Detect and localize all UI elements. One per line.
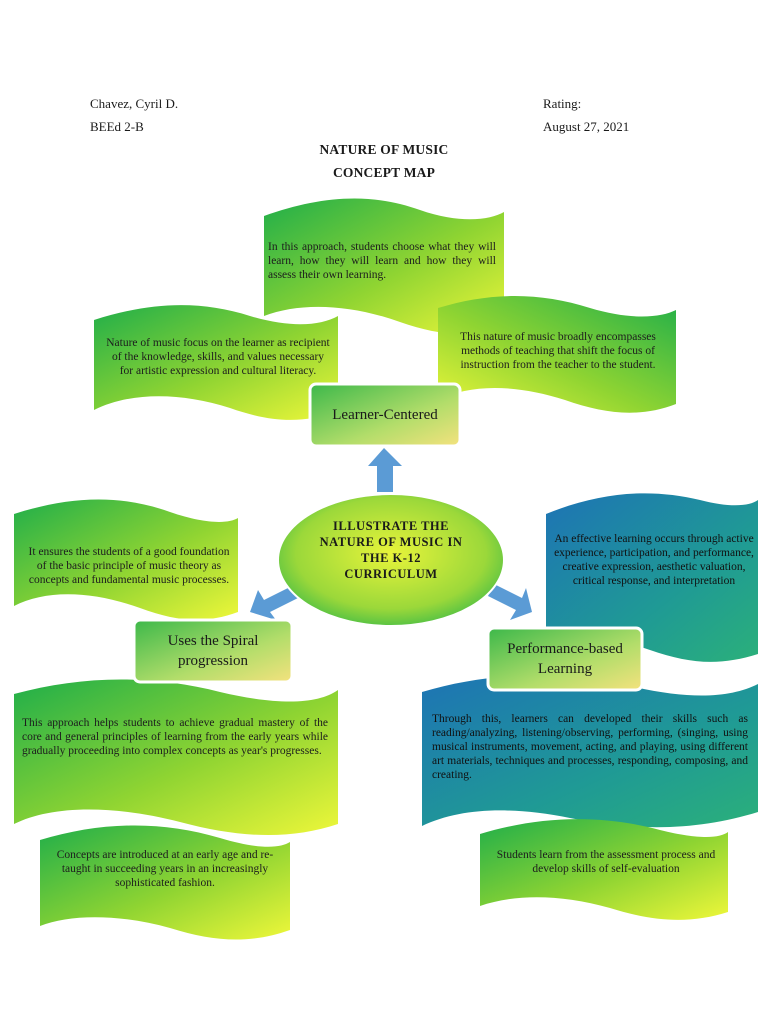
date-text: August 27, 2021 [543,119,630,134]
performance-bottom-wave [480,819,728,920]
learner-right-wave [438,296,676,413]
performance-top-wave [546,493,758,662]
learner-top-wave [264,198,504,334]
spiral-label-box [132,618,294,684]
center-oval [277,493,505,627]
performance-label: Performance-based Learning [507,641,623,677]
spiral-top-wave [14,499,238,620]
learner-centered-label: Learner-Centered [332,407,438,423]
arrow-up [368,448,402,492]
spiral-middle-wave [14,679,338,836]
center-topic: ILLUSTRATE THE NATURE OF MUSIC IN THE K-… [319,519,463,581]
page-title: NATURE OF MUSIC [319,142,449,157]
spiral-middle-text: This approach helps students to achieve … [22,717,328,757]
spiral-top-text: It ensures the students of a good founda… [28,546,230,586]
learner-left-wave [94,305,338,420]
performance-top-text: An effective learning occurs through act… [554,533,754,587]
student-section: BEEd 2-B [90,119,144,134]
performance-middle-text: Through this, learners can developed the… [432,713,748,781]
spiral-bottom-wave [40,825,290,940]
spiral-label: Uses the Spiral progression [167,633,259,669]
rating-label: Rating: [543,96,582,111]
learner-left-text: Nature of music focus on the learner as … [106,337,330,377]
performance-middle-wave [422,675,758,828]
page-subtitle: CONCEPT MAP [332,165,436,180]
spiral-bottom-text: Concepts are introduced at an early age … [56,849,274,889]
learner-label-box [308,382,462,448]
learner-right-text: This nature of music broadly encompasses… [460,331,656,371]
arrow-right [488,584,532,620]
student-name: Chavez, Cyril D. [90,96,179,111]
performance-bottom-text: Students learn from the assessment proce… [496,849,716,875]
arrow-left [250,586,298,620]
performance-label-box [486,626,644,692]
learner-top-text: In this approach, students choose what t… [268,241,496,281]
